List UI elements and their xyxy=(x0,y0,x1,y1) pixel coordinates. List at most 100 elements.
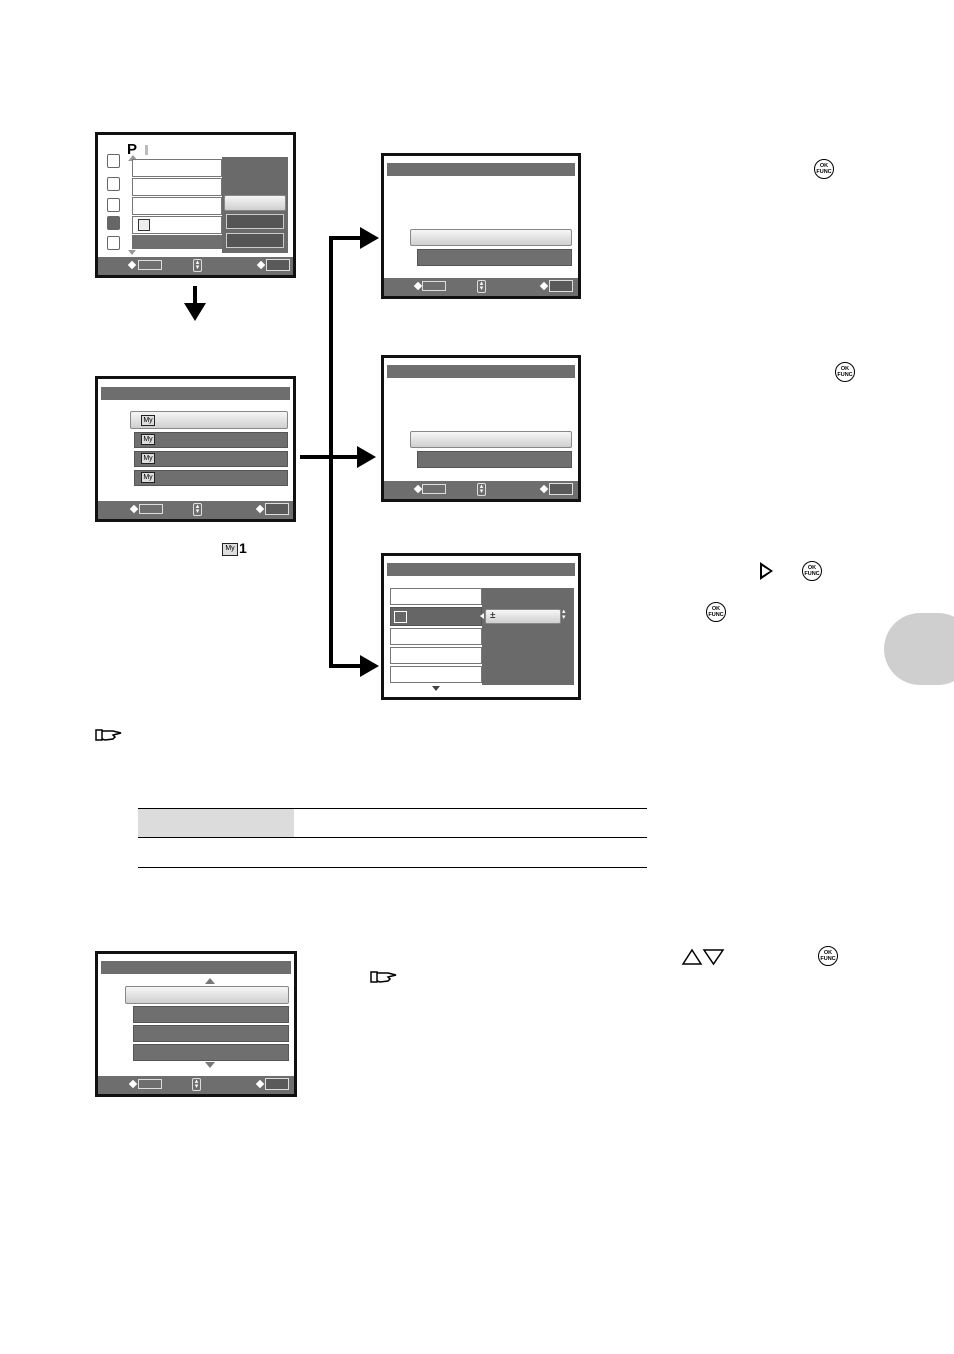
footer-diamond-icon-2 xyxy=(255,1079,265,1089)
footer-back-key xyxy=(139,504,163,514)
branch-mid-line xyxy=(332,455,360,459)
camera-screen-option-c: ± ▴▾ xyxy=(381,553,581,700)
side-icon-2 xyxy=(107,177,120,191)
side-icon-1 xyxy=(107,154,120,168)
flow-arrow-down-line xyxy=(193,286,197,304)
menu-field-4[interactable] xyxy=(132,216,222,234)
footer-back-key xyxy=(138,1079,162,1089)
setting-value-selected[interactable] xyxy=(485,609,561,624)
camera-screen-my-mode-list: My My My My ▴▾ xyxy=(95,376,296,522)
submenu-option-selected[interactable] xyxy=(224,195,286,211)
up-down-key-icon: ▴▾ xyxy=(193,503,202,516)
list-option-4[interactable] xyxy=(133,1044,289,1061)
my-mode-icon-2: My xyxy=(141,434,155,445)
footer-diamond-icon xyxy=(413,484,423,494)
camera-screen-main-menu: P ▴▾ xyxy=(95,132,296,278)
left-arrow-icon xyxy=(480,613,484,619)
up-down-key-icon: ▴▾ xyxy=(192,1078,201,1091)
setting-field-3[interactable] xyxy=(390,628,482,645)
menu-field-3[interactable] xyxy=(132,197,222,215)
exposure-compensation-icon xyxy=(394,611,407,623)
table-bottom-rule xyxy=(138,867,647,868)
menu-field-2[interactable] xyxy=(132,178,222,196)
my-mode-icon-1: My xyxy=(141,415,155,426)
branch-bottom-line xyxy=(329,664,363,668)
screen-footer: ▴▾ xyxy=(98,1076,294,1094)
scroll-up-icon xyxy=(128,155,138,161)
scroll-down-icon xyxy=(128,250,136,255)
up-down-key-icon: ▴▾ xyxy=(193,259,202,272)
pointing-hand-icon xyxy=(95,727,123,743)
submenu-option-2[interactable] xyxy=(226,214,284,229)
table-mid-rule xyxy=(138,837,647,838)
footer-back-key xyxy=(138,260,162,270)
plus-minus-value: ± xyxy=(490,610,496,621)
footer-diamond-icon xyxy=(129,504,139,514)
mode-p-label: P xyxy=(127,141,138,158)
branch-vertical-line xyxy=(329,236,333,668)
setting-field-5[interactable] xyxy=(390,666,482,683)
list-option-2[interactable] xyxy=(133,1006,289,1023)
footer-back-key xyxy=(422,484,446,494)
footer-diamond-icon xyxy=(413,281,423,291)
my1-number: 1 xyxy=(239,540,247,556)
setting-field-1[interactable] xyxy=(390,588,482,605)
screen-footer: ▴▾ xyxy=(384,481,578,499)
exposure-icon xyxy=(138,219,150,231)
screen-footer: ▴▾ xyxy=(384,278,578,296)
menu-field-1[interactable] xyxy=(132,159,222,177)
list-option-3[interactable] xyxy=(133,1025,289,1042)
footer-diamond-icon-2 xyxy=(255,504,265,514)
camera-screen-option-b: ▴▾ xyxy=(381,355,581,502)
screen-title-bar xyxy=(101,961,291,974)
menu-field-5[interactable] xyxy=(132,235,222,249)
option-a-2[interactable] xyxy=(417,249,572,266)
setting-field-4[interactable] xyxy=(390,647,482,664)
my-mode-option-2[interactable] xyxy=(134,432,288,448)
my-mode-option-1[interactable] xyxy=(130,411,288,429)
my-mode-option-3[interactable] xyxy=(134,451,288,467)
option-a-selected[interactable] xyxy=(410,229,572,246)
footer-diamond-icon xyxy=(128,1079,138,1089)
side-icon-3 xyxy=(107,198,120,212)
scroll-down-icon xyxy=(205,1062,215,1068)
screen-title-bar xyxy=(387,163,575,176)
footer-diamond-icon xyxy=(127,260,137,270)
footer-ok-key xyxy=(266,259,290,271)
footer-back-key xyxy=(422,281,446,291)
table-header-cell xyxy=(138,809,294,837)
branch-mid-arrowhead xyxy=(357,446,376,468)
option-b-selected[interactable] xyxy=(410,431,572,448)
branch-top-arrowhead xyxy=(360,227,379,249)
right-arrow-icon-inner xyxy=(762,566,770,576)
footer-ok-key xyxy=(549,483,573,495)
footer-diamond-icon-2 xyxy=(539,281,549,291)
table-top-rule xyxy=(138,808,647,809)
up-down-small-icon: ▴▾ xyxy=(562,608,566,621)
screen-title-bar xyxy=(387,365,575,378)
flow-arrow-down-head xyxy=(184,303,206,321)
up-down-arrow-icon xyxy=(681,948,725,966)
my1-icon: My xyxy=(222,543,238,556)
screen-footer: ▴▾ xyxy=(98,257,293,275)
mode-indicator-bar xyxy=(145,145,148,155)
setting-value-panel xyxy=(482,588,574,685)
my-mode-option-4[interactable] xyxy=(134,470,288,486)
side-icon-5 xyxy=(107,236,120,250)
chapter-tab xyxy=(884,613,954,685)
option-b-2[interactable] xyxy=(417,451,572,468)
up-down-key-icon: ▴▾ xyxy=(477,280,486,293)
branch-bottom-arrowhead xyxy=(360,655,379,677)
pointing-hand-icon xyxy=(370,969,398,985)
footer-ok-key xyxy=(549,280,573,292)
screen-footer: ▴▾ xyxy=(98,501,293,519)
submenu-option-3[interactable] xyxy=(226,233,284,248)
list-option-selected[interactable] xyxy=(125,986,289,1004)
branch-top-line xyxy=(329,236,363,240)
footer-ok-key xyxy=(265,1078,289,1090)
screen-title-bar xyxy=(101,387,290,400)
